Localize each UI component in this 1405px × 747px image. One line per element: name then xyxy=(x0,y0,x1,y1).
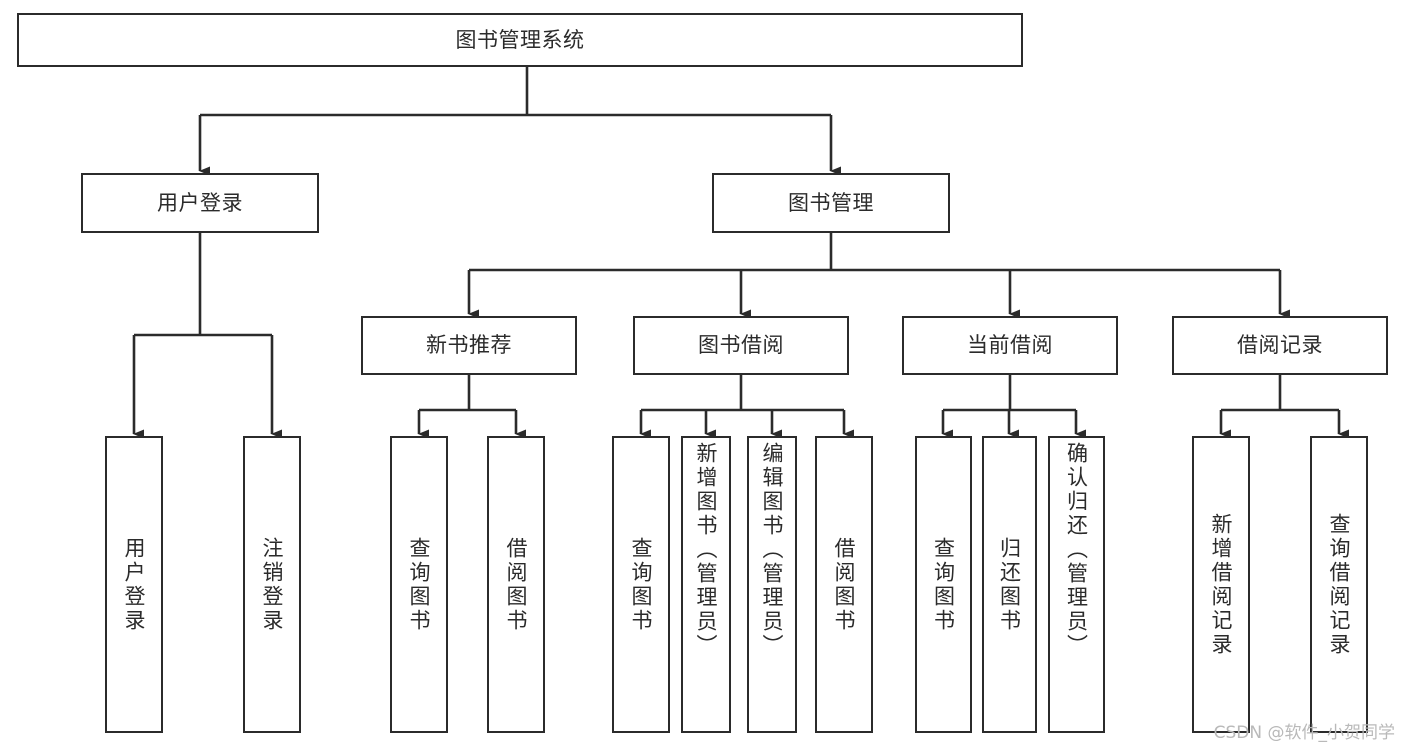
node-label: 用户登录 xyxy=(122,536,147,633)
node-label: 查询借阅记录 xyxy=(1327,512,1352,657)
node-leaf-1: 注销登录 xyxy=(243,436,301,733)
node-label: 图书管理 xyxy=(788,190,874,215)
node-leaf-10: 确认归还（管理员） xyxy=(1048,436,1105,733)
connector-paths xyxy=(132,67,1349,439)
node-leaf-4: 查询图书 xyxy=(612,436,670,733)
node-label: 新增借阅记录 xyxy=(1209,512,1234,657)
node-l3-0: 新书推荐 xyxy=(361,316,577,375)
node-label: 编辑图书（管理员） xyxy=(760,442,785,658)
node-l3-2: 当前借阅 xyxy=(902,316,1118,375)
node-l2-0: 用户登录 xyxy=(81,173,319,233)
node-label: 图书借阅 xyxy=(698,333,784,358)
node-label: 注销登录 xyxy=(260,536,285,633)
node-label: 图书管理系统 xyxy=(455,27,585,52)
node-label: 新书推荐 xyxy=(426,333,512,358)
node-label: 新增图书（管理员） xyxy=(694,442,719,658)
node-leaf-8: 查询图书 xyxy=(915,436,972,733)
node-leaf-12: 查询借阅记录 xyxy=(1310,436,1368,733)
node-leaf-2: 查询图书 xyxy=(390,436,448,733)
node-label: 借阅图书 xyxy=(832,536,857,633)
node-label: 查询图书 xyxy=(931,536,956,633)
node-leaf-0: 用户登录 xyxy=(105,436,163,733)
node-l3-3: 借阅记录 xyxy=(1172,316,1388,375)
node-label: 查询图书 xyxy=(629,536,654,633)
node-leaf-11: 新增借阅记录 xyxy=(1192,436,1250,733)
node-leaf-7: 借阅图书 xyxy=(815,436,873,733)
node-l3-1: 图书借阅 xyxy=(633,316,849,375)
node-label: 借阅记录 xyxy=(1237,333,1323,358)
node-leaf-6: 编辑图书（管理员） xyxy=(747,436,797,733)
node-leaf-3: 借阅图书 xyxy=(487,436,545,733)
node-label: 用户登录 xyxy=(157,190,243,215)
node-l2-1: 图书管理 xyxy=(712,173,950,233)
watermark-text: CSDN @软件_小贺同学 xyxy=(1213,723,1395,743)
node-root: 图书管理系统 xyxy=(17,13,1023,67)
node-leaf-5: 新增图书（管理员） xyxy=(681,436,731,733)
node-label: 当前借阅 xyxy=(967,333,1053,358)
node-label: 借阅图书 xyxy=(504,536,529,633)
node-leaf-9: 归还图书 xyxy=(982,436,1037,733)
node-label: 归还图书 xyxy=(997,536,1022,633)
node-label: 查询图书 xyxy=(407,536,432,633)
node-label: 确认归还（管理员） xyxy=(1064,442,1089,658)
